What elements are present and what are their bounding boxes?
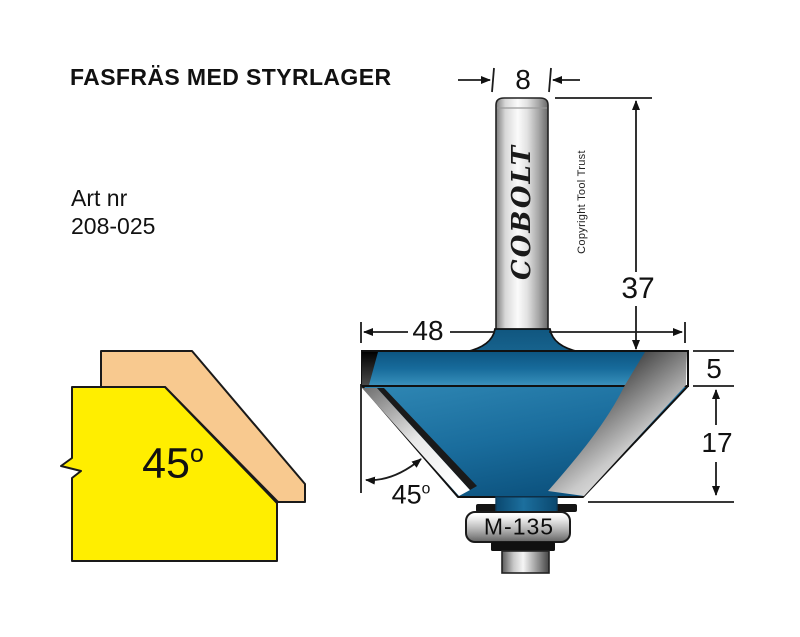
dim-cutter-diameter-label: 48 [412, 315, 444, 346]
dim-chamfer-height-label: 17 [701, 427, 733, 458]
arbor-flange-shape [491, 542, 555, 551]
dim-shank-diameter-label: 8 [515, 64, 531, 95]
carbide-flute-shape [548, 352, 686, 496]
dim-shank-length-label: 37 [621, 272, 655, 305]
workpiece-angle-value: 45 [142, 439, 190, 488]
band-left-edge-wedge [362, 352, 378, 385]
dim-edge-band-label: 5 [706, 353, 722, 384]
page-title: FASFRÄS MED STYRLAGER [70, 64, 392, 90]
cutting-edge-sliver-dark [377, 388, 477, 490]
dimension-annotations [360, 67, 734, 503]
cutting-edge-sliver-light [362, 388, 470, 496]
brand-text: COBOLT [507, 144, 537, 280]
workpiece-angle-degree: o [189, 440, 204, 469]
router-bit [361, 97, 689, 574]
workpiece-profile-illustration [60, 350, 306, 562]
arbor-screw-shape [501, 550, 550, 574]
shank-shape [495, 97, 549, 341]
dim-8-tick-right [548, 67, 552, 93]
bearing-model-label: M-135 [483, 513, 555, 540]
art-number-label: Art nr [71, 185, 128, 211]
bit-angle-value: 45 [391, 479, 422, 510]
workpiece-shape [60, 386, 278, 562]
copyright-text: Copyright Tool Trust [576, 150, 588, 254]
workpiece-angle-label: 45o [142, 440, 204, 489]
dim-8-tick-left [491, 67, 495, 93]
angle-arc [365, 458, 422, 485]
bit-angle-degree: o [421, 480, 431, 498]
art-number-value: 208-025 [71, 213, 156, 239]
bit-angle-label: 45o [392, 480, 431, 511]
